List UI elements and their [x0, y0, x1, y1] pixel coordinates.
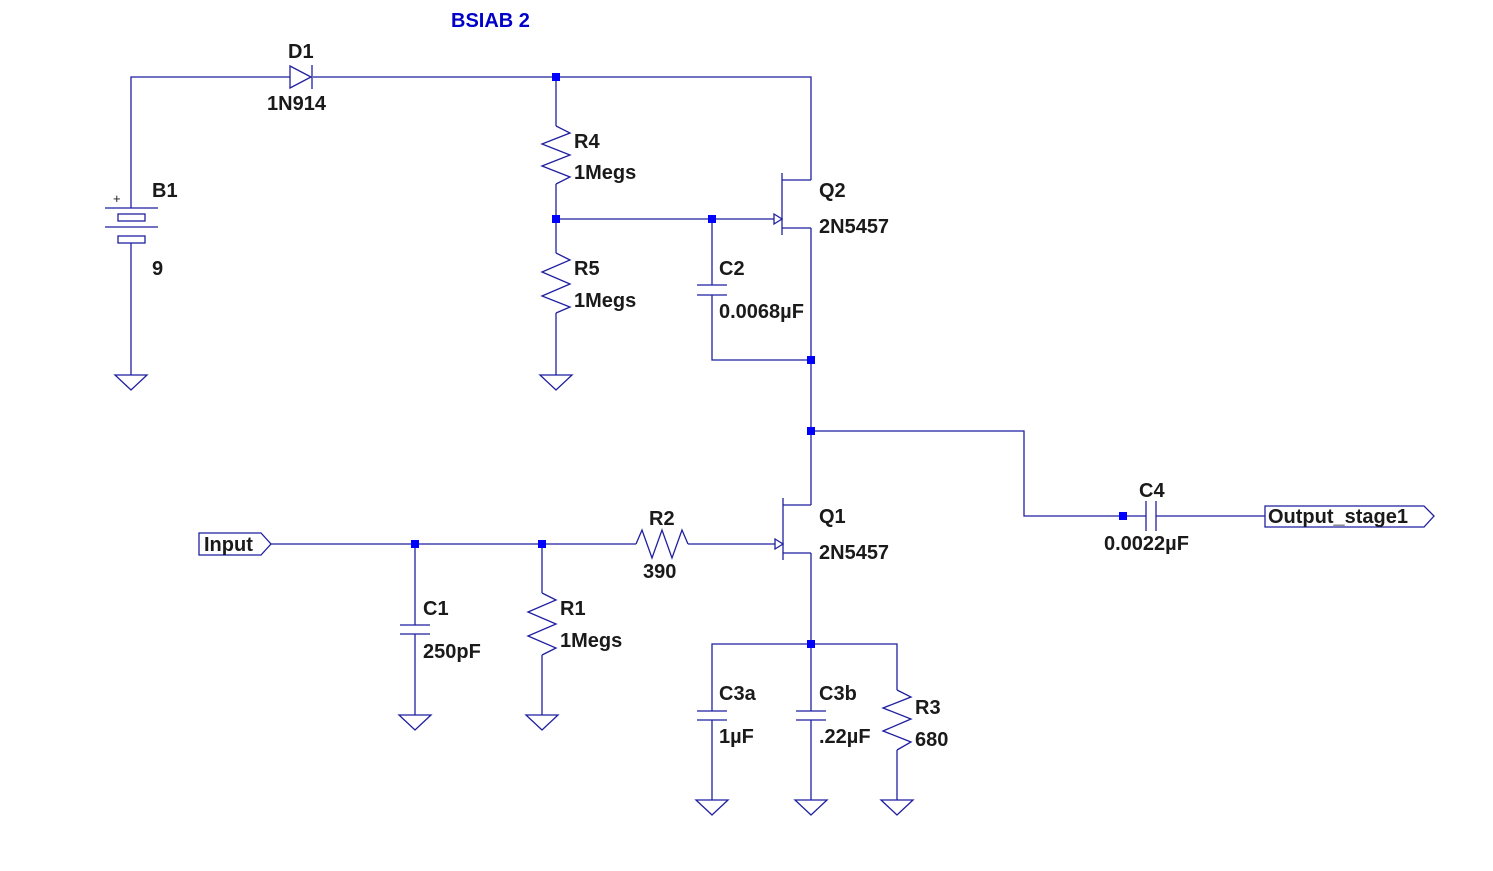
capacitor-c3b — [796, 710, 826, 721]
schematic-title: BSIAB 2 — [451, 10, 530, 32]
junctions — [411, 73, 1127, 648]
d1-value: 1N914 — [267, 93, 327, 115]
junction-dot — [411, 540, 419, 548]
r5-value: 1Megs — [574, 290, 636, 312]
junction-dot — [538, 540, 546, 548]
r3-value: 680 — [915, 729, 948, 751]
ground-icon — [397, 714, 433, 731]
d1-ref: D1 — [288, 41, 314, 63]
junction-dot — [708, 215, 716, 223]
c3b-value: .22µF — [819, 726, 871, 748]
c3b-ref: C3b — [819, 683, 857, 705]
ground-icon — [524, 714, 560, 731]
resistor-r1 — [526, 592, 558, 656]
r4-value: 1Megs — [574, 162, 636, 184]
q1-value: 2N5457 — [819, 542, 889, 564]
q2-value: 2N5457 — [819, 216, 889, 238]
capacitor-c2 — [697, 284, 727, 296]
junction-dot — [807, 356, 815, 364]
capacitor-c1 — [400, 624, 430, 635]
output-port-label: Output_stage1 — [1268, 506, 1408, 528]
r1-value: 1Megs — [560, 630, 622, 652]
resistor-r4 — [540, 125, 572, 185]
r2-value: 390 — [643, 561, 676, 583]
junction-dot — [552, 73, 560, 81]
junction-dot — [1119, 512, 1127, 520]
r4-ref: R4 — [574, 131, 600, 153]
r3-ref: R3 — [915, 697, 941, 719]
jfet-q1 — [774, 498, 811, 560]
c4-value: 0.0022µF — [1104, 533, 1189, 555]
battery-plus-sign: + — [113, 191, 121, 206]
c1-value: 250pF — [423, 641, 481, 663]
capacitor-c4 — [1145, 501, 1157, 531]
ground-icon — [793, 799, 829, 816]
b1-ref: B1 — [152, 180, 178, 202]
r1-ref: R1 — [560, 598, 586, 620]
jfet-q2 — [773, 173, 811, 235]
q2-ref: Q2 — [819, 180, 846, 202]
battery-b1 — [105, 200, 158, 244]
c3a-ref: C3a — [719, 683, 757, 705]
input-port-label: Input — [204, 534, 253, 556]
ground-icon — [113, 374, 149, 391]
c2-ref: C2 — [719, 258, 745, 280]
junction-dot — [552, 215, 560, 223]
c3a-value: 1µF — [719, 726, 754, 748]
r5-ref: R5 — [574, 258, 600, 280]
r2-ref: R2 — [649, 508, 675, 530]
b1-value: 9 — [152, 258, 163, 280]
ground-icon — [879, 799, 915, 816]
ground-icon — [538, 374, 574, 391]
wires — [130, 76, 1265, 800]
c4-ref: C4 — [1139, 480, 1165, 502]
ground-symbols — [113, 374, 915, 816]
c1-ref: C1 — [423, 598, 449, 620]
resistor-r5 — [540, 252, 572, 314]
junction-dot — [807, 640, 815, 648]
input-port: Input — [198, 532, 272, 556]
junction-dot — [807, 427, 815, 435]
resistor-r3 — [881, 689, 913, 751]
diode-d1 — [289, 64, 313, 90]
c2-value: 0.0068µF — [719, 301, 804, 323]
ground-icon — [694, 799, 730, 816]
q1-ref: Q1 — [819, 506, 846, 528]
output-port: Output_stage1 — [1264, 505, 1435, 528]
resistor-r2 — [635, 528, 689, 560]
capacitor-c3a — [697, 710, 727, 721]
